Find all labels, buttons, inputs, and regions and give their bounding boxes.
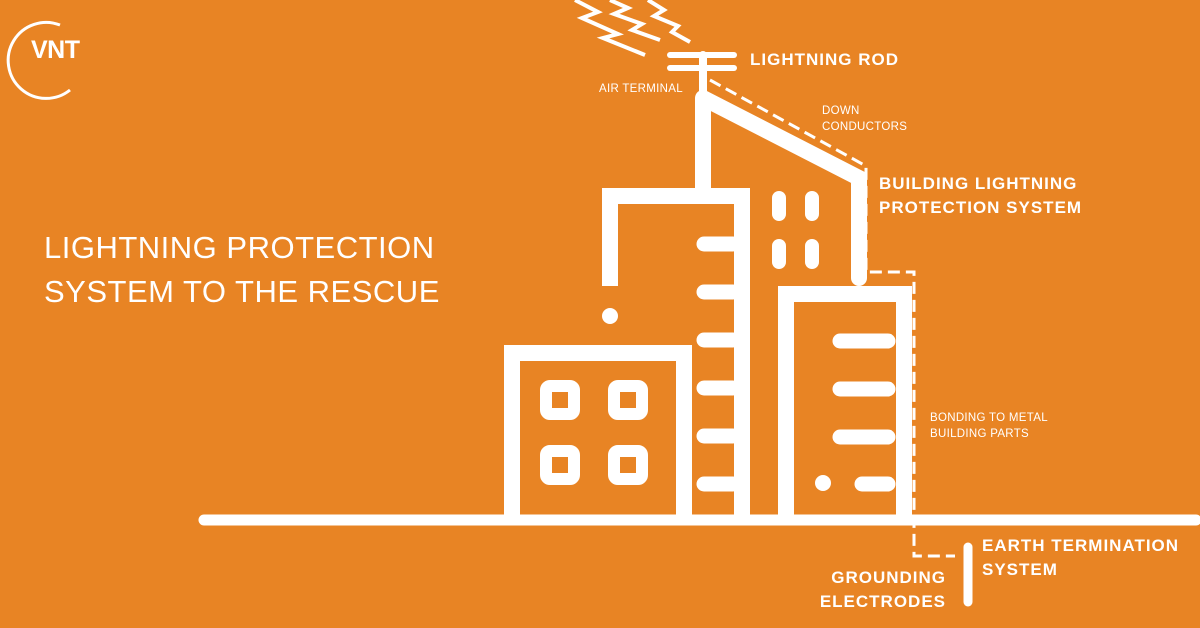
label-earth-termination-line-2: SYSTEM xyxy=(982,560,1058,579)
label-grounding-line-2: ELECTRODES xyxy=(819,592,946,611)
label-down-conductors-line-2: CONDUCTORS xyxy=(822,121,908,133)
label-grounding-electrodes: GROUNDING ELECTRODES xyxy=(820,566,946,614)
headline: LIGHTNING PROTECTION SYSTEM TO THE RESCU… xyxy=(44,226,440,314)
building-icon xyxy=(504,51,912,515)
label-building-lps-line-1: BUILDING LIGHTNING xyxy=(879,174,1078,193)
label-lightning-rod: LIGHTNING ROD xyxy=(750,50,899,69)
label-bonding-line-1: BONDING TO METAL xyxy=(930,412,1048,424)
label-bonding-line-2: BUILDING PARTS xyxy=(930,428,1029,440)
label-grounding-line-1: GROUNDING xyxy=(831,568,946,587)
label-air-terminal: AIR TERMINAL xyxy=(599,83,683,95)
brand-logo: VNT xyxy=(31,36,80,64)
down-conductor-path xyxy=(709,78,955,558)
label-bonding: BONDING TO METAL BUILDING PARTS xyxy=(930,410,1048,442)
logo-ring-icon xyxy=(6,20,71,100)
label-down-conductors-line-1: DOWN xyxy=(822,105,860,117)
headline-line-2: SYSTEM TO THE RESCUE xyxy=(44,274,440,309)
label-building-lps: BUILDING LIGHTNING PROTECTION SYSTEM xyxy=(879,172,1082,220)
lightning-bolt-icon xyxy=(574,0,691,57)
headline-line-1: LIGHTNING PROTECTION xyxy=(44,230,435,265)
label-earth-termination: EARTH TERMINATION SYSTEM xyxy=(982,534,1179,582)
label-earth-termination-line-1: EARTH TERMINATION xyxy=(982,536,1180,555)
label-building-lps-line-2: PROTECTION SYSTEM xyxy=(879,198,1083,217)
label-down-conductors: DOWN CONDUCTORS xyxy=(822,103,907,135)
